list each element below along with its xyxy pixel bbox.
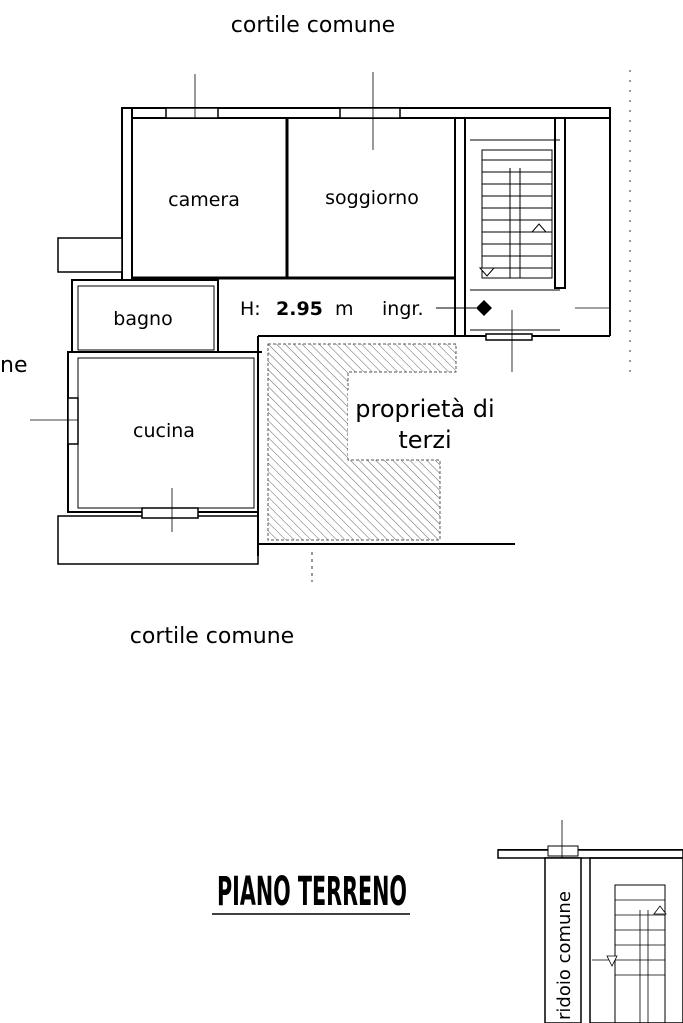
entrance-label: ingr. [382, 298, 424, 320]
third-party-hatch [267, 343, 457, 541]
height-prefix: H: [240, 298, 261, 320]
second-plan-fragment [497, 820, 683, 1023]
third-party-label-bg [348, 390, 504, 458]
top-courtyard-label: cortile comune [231, 13, 395, 38]
room-label-soggiorno: soggiorno [325, 187, 419, 209]
windows [67, 107, 533, 519]
apartment-walls [57, 107, 611, 565]
corridor-fragment-label: ridoio comune [554, 891, 575, 1020]
entrance-marker-icon [476, 300, 492, 316]
third-party-line2: terzi [398, 426, 451, 454]
room-label-camera: camera [168, 189, 240, 211]
bottom-courtyard-label: cortile comune [130, 624, 294, 649]
third-party-line1: proprietà di [355, 395, 494, 423]
height-unit: m [335, 298, 354, 320]
reference-lines [30, 70, 631, 582]
floor-title: PIANO TERRENO [217, 869, 407, 915]
left-edge-fragment: ne [0, 353, 27, 378]
height-value: 2.95 [276, 298, 323, 320]
room-label-cucina: cucina [133, 420, 195, 442]
staircase [470, 139, 560, 279]
stair-treads [482, 159, 552, 269]
room-label-bagno: bagno [113, 308, 172, 330]
